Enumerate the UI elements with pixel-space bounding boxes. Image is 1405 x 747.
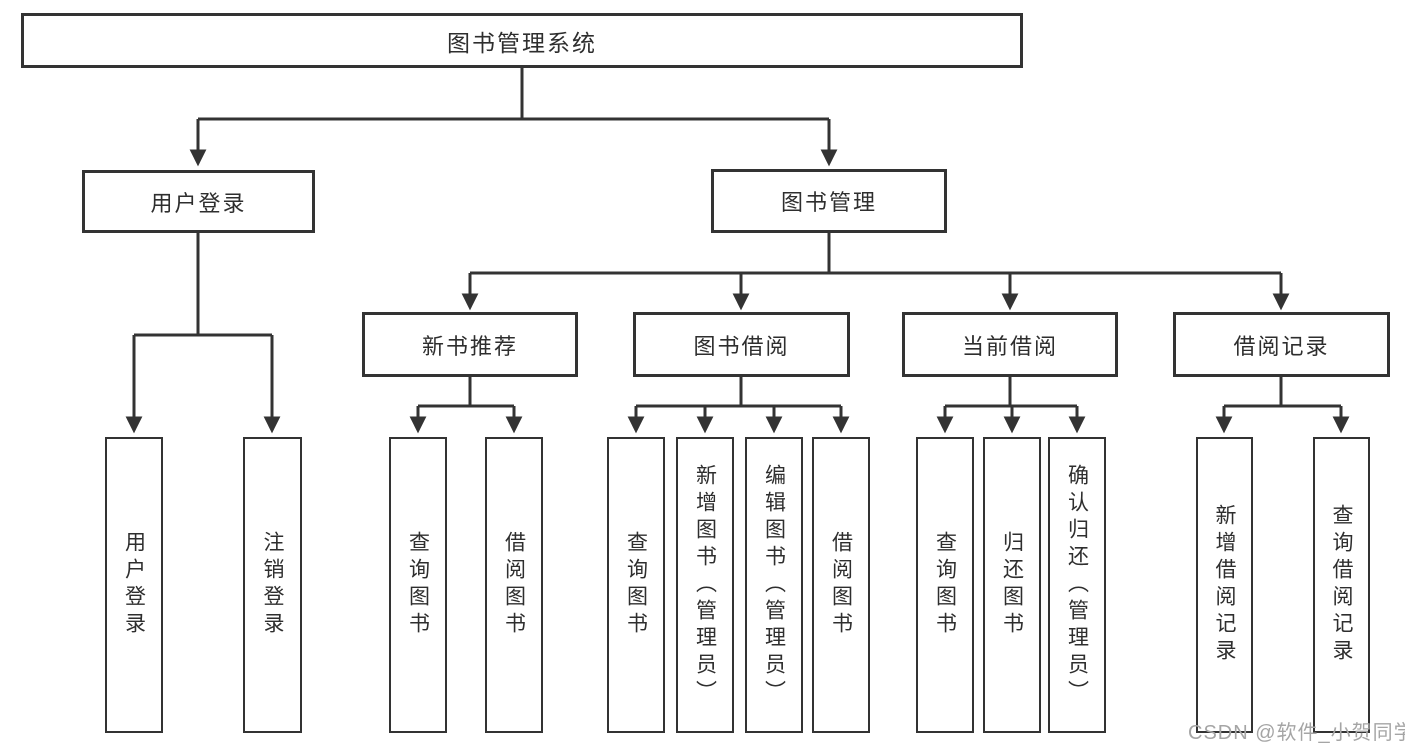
node-new-book-recommendation: 新书推荐 bbox=[362, 312, 578, 377]
node-label: 借阅图书 bbox=[502, 531, 526, 639]
node-label: 图书管理系统 bbox=[447, 29, 597, 56]
node-borrowing-records: 借阅记录 bbox=[1173, 312, 1390, 377]
node-user-login: 用户登录 bbox=[82, 170, 315, 233]
leaf-query-books-current: 查询图书 bbox=[916, 437, 974, 733]
node-label: 查询图书 bbox=[624, 531, 648, 639]
leaf-logout: 注销登录 bbox=[243, 437, 302, 733]
node-label: 借阅图书 bbox=[829, 531, 853, 639]
csdn-watermark: CSDN @软件_小贺同学 bbox=[1188, 722, 1405, 744]
node-label: 图书管理 bbox=[780, 190, 877, 215]
leaf-query-books-recommend: 查询图书 bbox=[389, 437, 447, 733]
leaf-borrow-books-recommend: 借阅图书 bbox=[485, 437, 543, 733]
node-label: 用户登录 bbox=[150, 190, 247, 216]
node-label: 新增借阅记录 bbox=[1213, 504, 1236, 666]
node-label: 新增图书（管理员） bbox=[693, 463, 717, 707]
node-label: 借阅记录 bbox=[1233, 333, 1330, 359]
node-label: 注销登录 bbox=[261, 531, 284, 639]
node-label: 查询图书 bbox=[933, 531, 957, 639]
leaf-query-borrow-record: 查询借阅记录 bbox=[1313, 437, 1370, 733]
leaf-add-borrow-record: 新增借阅记录 bbox=[1196, 437, 1253, 733]
node-book-management: 图书管理 bbox=[711, 169, 947, 233]
node-current-borrowing: 当前借阅 bbox=[902, 312, 1118, 377]
node-label: 图书借阅 bbox=[693, 333, 790, 359]
node-label: 确认归还（管理员） bbox=[1065, 463, 1089, 707]
node-label: 查询图书 bbox=[406, 531, 430, 639]
leaf-confirm-return-admin: 确认归还（管理员） bbox=[1048, 437, 1106, 733]
node-label: 用户登录 bbox=[122, 531, 146, 639]
leaf-add-book-admin: 新增图书（管理员） bbox=[676, 437, 734, 733]
leaf-edit-book-admin: 编辑图书（管理员） bbox=[745, 437, 803, 733]
leaf-user-login: 用户登录 bbox=[105, 437, 163, 733]
node-label: 查询借阅记录 bbox=[1330, 504, 1353, 666]
leaf-return-book: 归还图书 bbox=[983, 437, 1041, 733]
leaf-borrow-books-borrow: 借阅图书 bbox=[812, 437, 870, 733]
node-label: 编辑图书（管理员） bbox=[762, 463, 786, 707]
node-book-borrowing: 图书借阅 bbox=[633, 312, 850, 377]
node-book-management-system: 图书管理系统 bbox=[21, 13, 1023, 68]
leaf-query-books-borrow: 查询图书 bbox=[607, 437, 665, 733]
node-label: 新书推荐 bbox=[421, 333, 518, 359]
node-label: 归还图书 bbox=[1000, 531, 1024, 639]
node-label: 当前借阅 bbox=[961, 333, 1058, 359]
